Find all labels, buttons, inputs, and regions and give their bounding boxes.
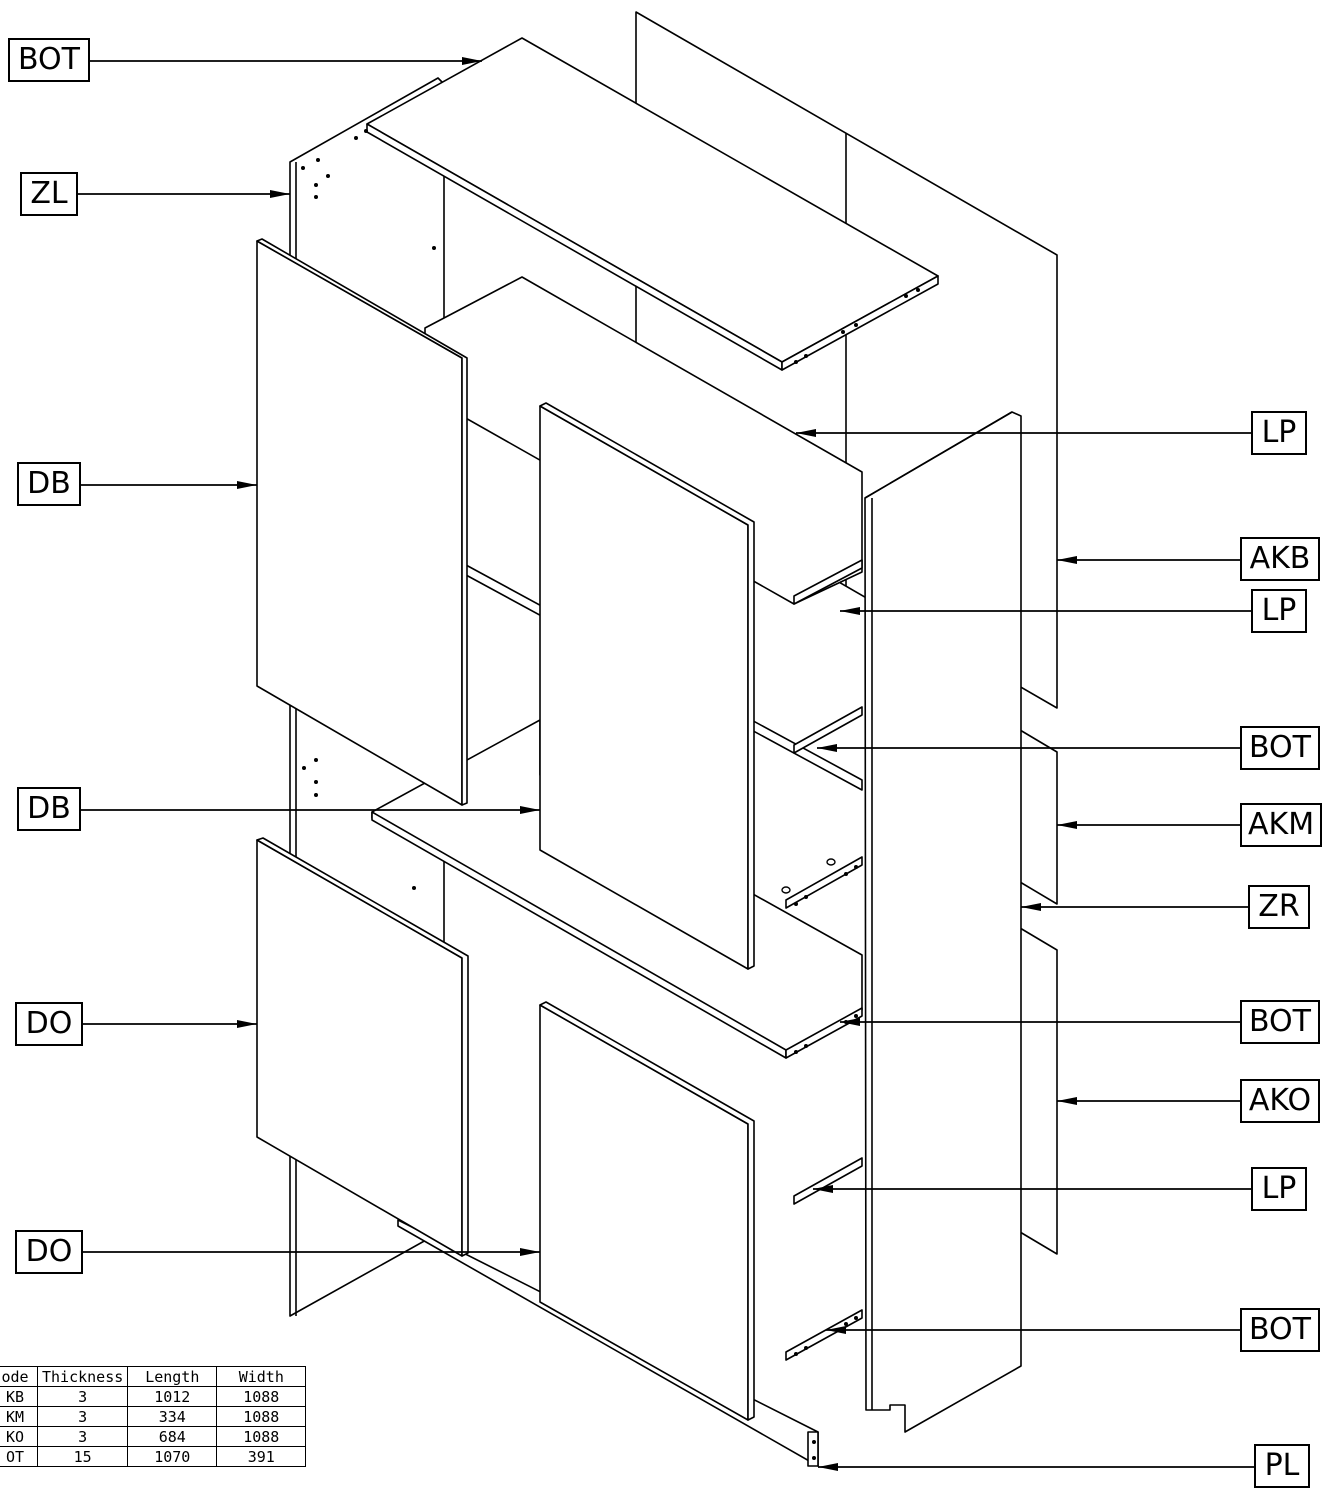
callout-do-bottom: DO — [15, 1230, 83, 1274]
callout-pl: PL — [1254, 1444, 1310, 1488]
parts-table-header: ode Thickness Length Width — [0, 1366, 307, 1387]
cell-thickness: 15 — [36, 1446, 129, 1467]
cell-width: 1088 — [216, 1426, 307, 1447]
cell-code: OT — [0, 1446, 38, 1467]
callout-lp-3: LP — [1251, 1167, 1307, 1211]
back-panel-akm — [1019, 729, 1058, 905]
cell-length: 334 — [127, 1406, 218, 1427]
header-thickness: Thickness — [36, 1366, 129, 1387]
table-row: KM 3 334 1088 — [0, 1406, 307, 1427]
back-panel-ako — [1019, 927, 1058, 1255]
table-row: KO 3 684 1088 — [0, 1426, 307, 1447]
header-width: Width — [216, 1366, 307, 1387]
cell-thickness: 3 — [36, 1406, 129, 1427]
middle-board-upper-front — [785, 856, 863, 909]
shelf-lp-2-front — [793, 706, 863, 754]
callout-bot-2: BOT — [1240, 726, 1320, 770]
callout-akb: AKB — [1240, 537, 1320, 581]
table-row: KB 3 1012 1088 — [0, 1386, 307, 1407]
door-do-right — [539, 1004, 749, 1421]
callout-zr: ZR — [1248, 885, 1310, 929]
callout-lp-2: LP — [1251, 589, 1307, 633]
header-length: Length — [127, 1366, 218, 1387]
callout-bot-4: BOT — [1240, 1308, 1320, 1352]
callout-lp-1: LP — [1251, 411, 1307, 455]
cell-length: 1070 — [127, 1446, 218, 1467]
cell-code: KO — [0, 1426, 38, 1447]
callout-zl: ZL — [20, 172, 78, 216]
cell-code: KM — [0, 1406, 38, 1427]
top-board-end — [781, 275, 939, 371]
callout-ako: AKO — [1240, 1079, 1320, 1123]
header-code: ode — [0, 1366, 38, 1387]
cell-thickness: 3 — [36, 1386, 129, 1407]
cell-code: KB — [0, 1386, 38, 1407]
cell-length: 684 — [127, 1426, 218, 1447]
parts-table: ode Thickness Length Width KB 3 1012 108… — [0, 1366, 307, 1467]
cell-width: 1088 — [216, 1406, 307, 1427]
callout-db-top: DB — [17, 462, 81, 506]
leader-lines — [78, 57, 1254, 1471]
shelf-pin-holes — [781, 858, 836, 894]
callout-bot-3: BOT — [1240, 1000, 1320, 1044]
cell-width: 1088 — [216, 1386, 307, 1407]
door-do-right-thickness — [539, 1001, 755, 1421]
shelf-lp-1-edge — [793, 559, 863, 605]
cell-width: 391 — [216, 1446, 307, 1467]
shelf-lp-3-front — [793, 1157, 863, 1205]
cell-length: 1012 — [127, 1386, 218, 1407]
callout-db-mid: DB — [17, 787, 81, 831]
door-db-middle-thickness — [539, 402, 755, 970]
right-side-panel-top — [864, 411, 1013, 499]
table-row: OT 15 1070 391 — [0, 1446, 307, 1467]
callout-bot-top: BOT — [8, 38, 90, 82]
callout-akm: AKM — [1240, 803, 1322, 847]
cell-thickness: 3 — [36, 1426, 129, 1447]
callout-do-top: DO — [15, 1002, 83, 1046]
bottom-board-front — [785, 1309, 863, 1361]
right-side-panel-zr — [864, 411, 1022, 1433]
plinth-end — [807, 1431, 819, 1467]
door-db-top-left-thickness — [256, 238, 468, 806]
door-do-left-thickness — [256, 837, 469, 1257]
